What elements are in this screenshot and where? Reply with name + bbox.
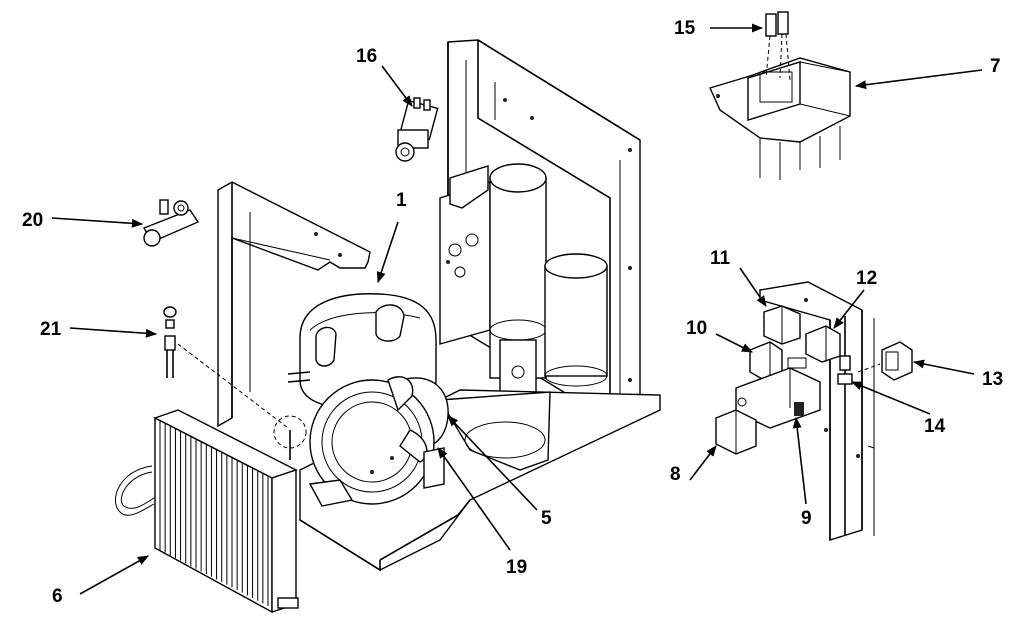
terminal-connectors <box>765 11 791 81</box>
component-8 <box>715 409 757 455</box>
callout-6: 6 <box>52 586 63 607</box>
callout-5: 5 <box>541 508 552 529</box>
callout-1: 1 <box>396 190 407 211</box>
tee-fitting <box>142 199 200 247</box>
front-condenser-frame <box>217 181 371 428</box>
condenser-fan <box>308 376 449 507</box>
control-box-cover <box>709 57 851 180</box>
callout-19: 19 <box>506 557 527 578</box>
callout-21: 21 <box>40 319 62 340</box>
assembly-guide-line <box>177 343 289 429</box>
callout-15: 15 <box>674 18 696 39</box>
callout-14: 14 <box>924 416 946 437</box>
callout-16: 16 <box>356 46 377 67</box>
callout-12: 12 <box>856 268 877 289</box>
relay-12 <box>805 325 841 363</box>
component-board-9 <box>735 357 821 429</box>
drive-motor <box>544 253 608 387</box>
control-bracket <box>439 165 491 345</box>
callout-10: 10 <box>686 318 707 339</box>
callout-11: 11 <box>710 248 731 269</box>
callout-9: 9 <box>801 508 812 529</box>
water-valve <box>395 97 439 162</box>
callout-20: 20 <box>22 210 43 231</box>
compression-fitting <box>163 306 177 378</box>
leader-lines <box>51 23 983 595</box>
callout-7: 7 <box>990 56 1001 77</box>
tall-tank <box>489 163 547 401</box>
callout-labels: 1 5 6 7 8 9 10 11 12 13 14 15 16 19 20 2… <box>22 18 1003 607</box>
switch-13 <box>857 341 913 381</box>
callout-8: 8 <box>670 464 681 485</box>
component-10 <box>749 341 783 381</box>
relay-11 <box>763 305 801 345</box>
condenser-coil <box>115 409 299 614</box>
connector-14 <box>837 355 853 385</box>
callout-13: 13 <box>982 369 1003 390</box>
